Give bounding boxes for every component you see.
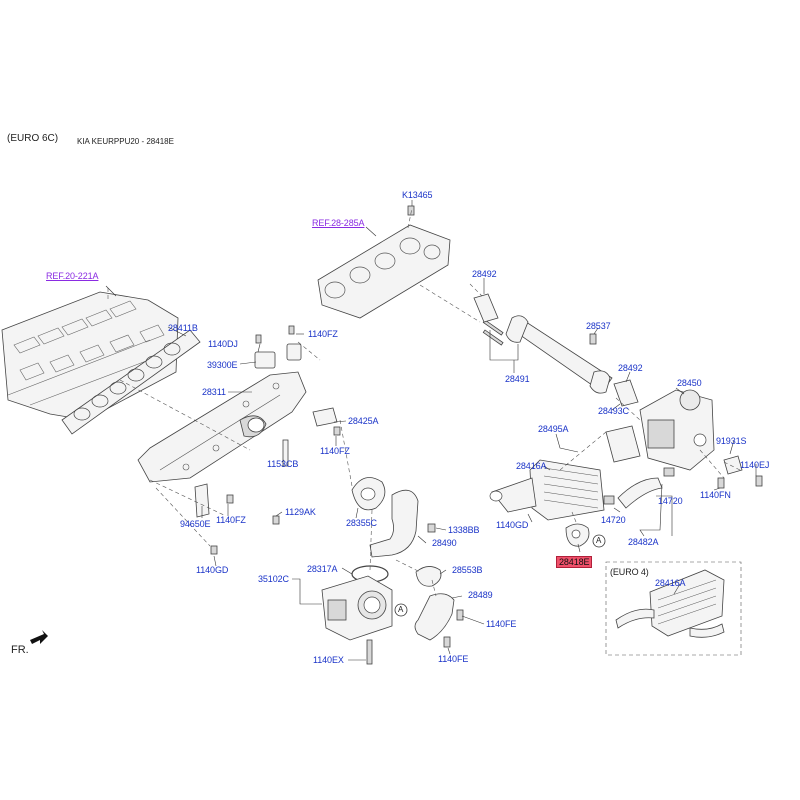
reference-dashed-lines bbox=[107, 207, 741, 597]
label-1140fz-top[interactable]: 1140FZ bbox=[308, 329, 338, 339]
euro4-inset-title: (EURO 4) bbox=[610, 567, 649, 577]
label-28553b[interactable]: 28553B bbox=[452, 565, 483, 575]
label-28492-mid[interactable]: 28492 bbox=[618, 363, 643, 373]
callout-a-right: A bbox=[596, 536, 602, 545]
gasket-28492-mid-drawing bbox=[613, 379, 639, 407]
bolt-1140ej-drawing bbox=[755, 475, 763, 487]
label-k13465[interactable]: K13465 bbox=[402, 190, 433, 200]
label-1140gd-left[interactable]: 1140GD bbox=[196, 565, 229, 575]
label-39300e[interactable]: 39300E bbox=[207, 360, 238, 370]
label-1140fe-bottom[interactable]: 1140FE bbox=[438, 654, 469, 664]
front-direction-label: FR. bbox=[11, 644, 29, 656]
hose-14720-drawing bbox=[617, 477, 663, 509]
label-1140fn[interactable]: 1140FN bbox=[700, 490, 731, 500]
clamp-14720-drawing bbox=[603, 495, 615, 505]
label-1129ak[interactable]: 1129AK bbox=[285, 507, 316, 517]
label-28317a[interactable]: 28317A bbox=[307, 564, 338, 574]
label-28492-top[interactable]: 28492 bbox=[472, 269, 497, 279]
ref-link-20-221a[interactable]: REF.20-221A bbox=[46, 271, 99, 281]
label-1140fz-mid[interactable]: 1140FZ bbox=[320, 446, 350, 456]
manifold-gasket-drawing bbox=[61, 329, 201, 435]
egr-pipe-28490-drawing bbox=[369, 489, 419, 558]
front-arrow-icon bbox=[30, 630, 48, 644]
label-28411b[interactable]: 28411B bbox=[168, 323, 198, 333]
throttle-body-drawing bbox=[321, 575, 393, 641]
callout-a-right-ring bbox=[592, 534, 606, 548]
label-28491[interactable]: 28491 bbox=[505, 374, 530, 384]
pipe-28489-drawing bbox=[414, 593, 455, 641]
gasket-91931s-drawing bbox=[723, 455, 743, 475]
label-1338bb[interactable]: 1338BB bbox=[448, 525, 480, 535]
euro4-inset-frame bbox=[605, 561, 742, 656]
label-94650e[interactable]: 94650E bbox=[180, 519, 211, 529]
label-1140dj[interactable]: 1140DJ bbox=[208, 339, 238, 349]
label-28425a[interactable]: 28425A bbox=[348, 416, 379, 426]
label-35102c[interactable]: 35102C bbox=[258, 574, 289, 584]
label-1140gd-right[interactable]: 1140GD bbox=[496, 520, 529, 530]
gasket-28553b-drawing bbox=[415, 566, 442, 587]
intake-manifold-drawing bbox=[137, 371, 307, 483]
euro4-cooler-drawing bbox=[615, 569, 725, 638]
label-1140fz-low[interactable]: 1140FZ bbox=[216, 515, 246, 525]
fasteners-drawing bbox=[194, 205, 597, 665]
label-28537[interactable]: 28537 bbox=[586, 321, 611, 331]
label-28418e-highlighted[interactable]: 28418E bbox=[556, 556, 593, 568]
label-28493c[interactable]: 28493C bbox=[598, 406, 629, 416]
label-91931s[interactable]: 91931S bbox=[716, 436, 747, 446]
bolt-1140fn-drawing bbox=[717, 477, 725, 489]
label-28355c[interactable]: 28355C bbox=[346, 518, 377, 528]
egr-cooler-drawing bbox=[489, 459, 605, 521]
label-1140ex[interactable]: 1140EX bbox=[313, 655, 344, 665]
label-1140ej[interactable]: 1140EJ bbox=[740, 460, 770, 470]
ref-link-28-285a[interactable]: REF.28-285A bbox=[312, 218, 365, 228]
gasket-28495a-drawing bbox=[605, 425, 641, 463]
exhaust-manifold-drawing bbox=[317, 224, 451, 319]
variant-label: (EURO 6C) bbox=[7, 133, 59, 144]
label-28482a[interactable]: 28482A bbox=[628, 537, 659, 547]
egr-valve-drawing bbox=[639, 389, 715, 471]
label-14720-left[interactable]: 14720 bbox=[601, 515, 626, 525]
leader-lines bbox=[105, 200, 757, 661]
part-reference-title: KIA KEURPPU20 - 28418E bbox=[77, 137, 174, 146]
label-28495a[interactable]: 28495A bbox=[538, 424, 569, 434]
label-28450[interactable]: 28450 bbox=[677, 378, 702, 388]
label-28489[interactable]: 28489 bbox=[468, 590, 493, 600]
callout-a-left: A bbox=[398, 605, 404, 614]
egr-cooler-pipe-drawing bbox=[482, 315, 613, 394]
label-28416a[interactable]: 28416A bbox=[516, 461, 547, 471]
label-14720-right[interactable]: 14720 bbox=[658, 496, 683, 506]
label-1153cb[interactable]: 1153CB bbox=[267, 459, 299, 469]
callout-a-left-ring bbox=[394, 603, 408, 617]
label-28311[interactable]: 28311 bbox=[202, 387, 226, 397]
label-28490[interactable]: 28490 bbox=[432, 538, 457, 548]
label-1140fe-right[interactable]: 1140FE bbox=[486, 619, 517, 629]
gasket-28492-top-drawing bbox=[473, 293, 499, 323]
label-28416a-euro4[interactable]: 28416A bbox=[655, 578, 686, 588]
